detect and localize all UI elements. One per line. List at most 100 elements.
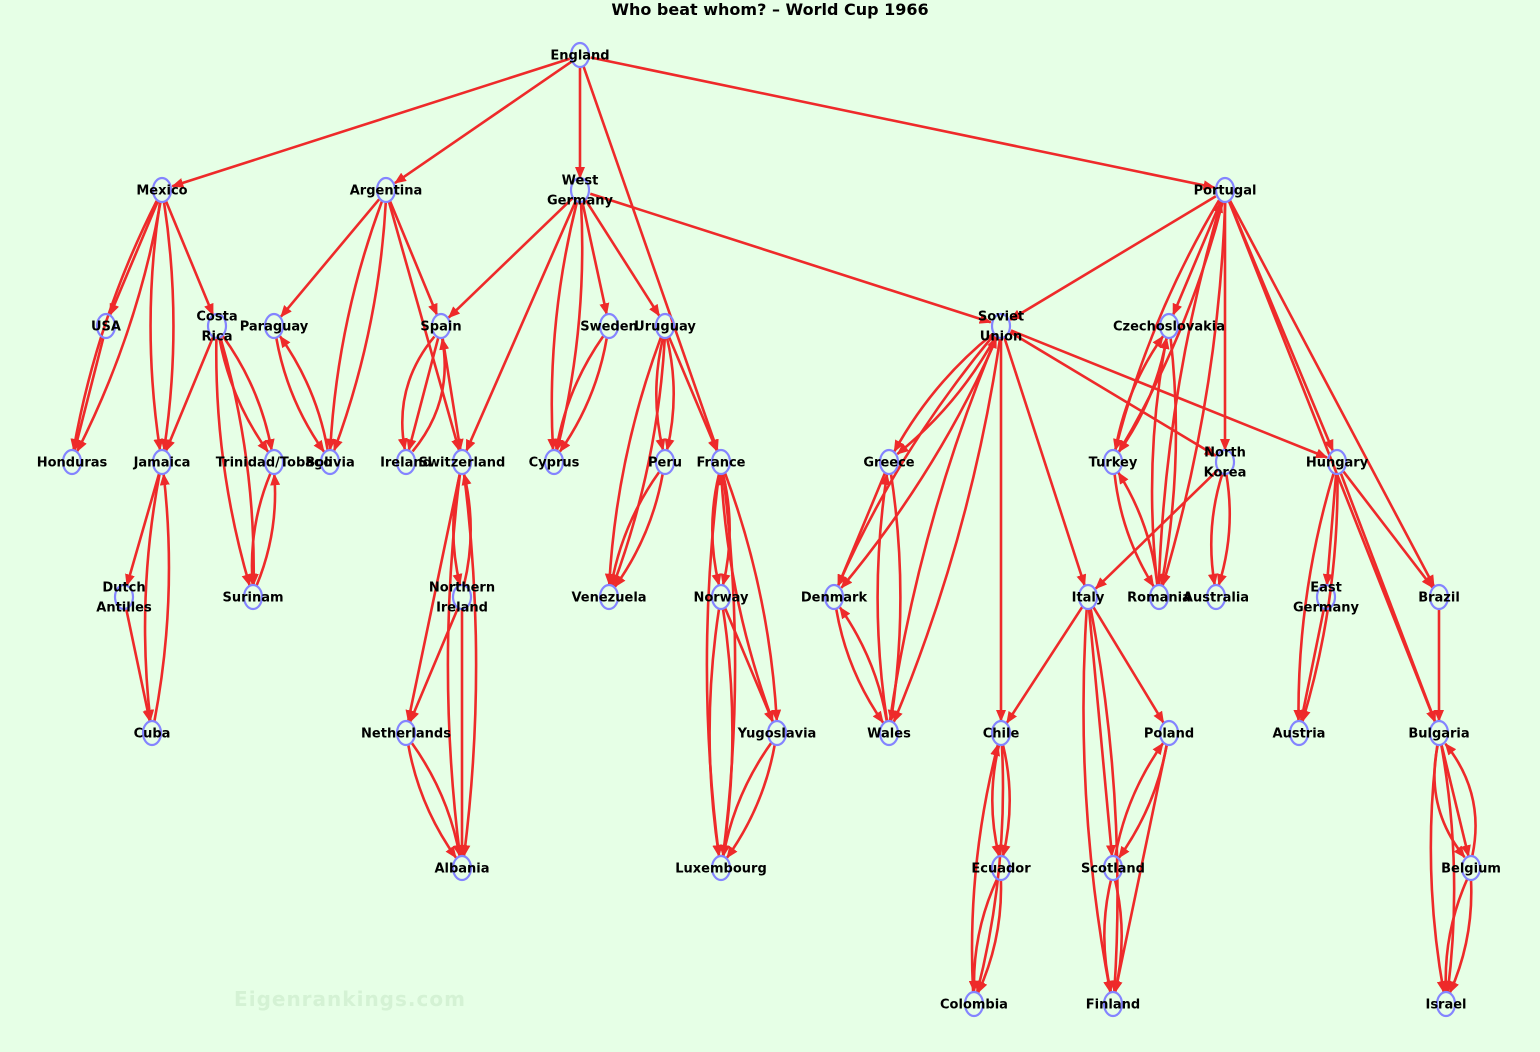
node-label-czechoslovakia: Czechoslovakia [1113,320,1225,335]
edge-west-germany-beat-sweden [581,201,610,316]
node-label-bulgaria: Bulgaria [1408,727,1469,742]
node-marker-yugoslavia [766,719,788,747]
node-marker-paraguay [263,312,285,340]
node-cyprus: Cyprus [529,448,580,476]
edge-england-beat-argentina [394,60,572,185]
node-honduras: Honduras [37,448,108,476]
edge-poland-beat-scotland [1117,744,1168,859]
edge-belgium-beat-bulgaria [1444,742,1477,856]
node-chile: Chile [983,719,1019,747]
edge-cuba-beat-jamaica [153,473,171,722]
edge-argentina-beat-bolivia [332,202,388,452]
node-label-line-soviet-union-0: Soviet [978,310,1024,325]
node-label-line-dutch-antilles-0: Dutch [102,581,145,596]
node-marker-portugal [1214,176,1236,204]
edge-wales-beat-greece [876,473,891,722]
node-marker-peru [654,448,676,476]
node-marker-cyprus [543,448,565,476]
edge-portugal-beat-turkey [1117,201,1224,453]
edge-greece-beat-denmark [836,472,887,587]
node-romania: Romania [1127,583,1191,611]
edge-romania-beat-portugal [1157,200,1223,585]
node-label-line-east-germany-1: Germany [1293,601,1359,616]
edge-mexico-beat-honduras [76,201,162,453]
node-label-line-west-germany-0: West [562,174,599,189]
edge-portugal-beat-brazil [1228,199,1436,588]
node-australia: Australia [1183,583,1249,611]
edge-bulgaria-beat-belgium [1440,744,1471,858]
node-label-wales: Wales [867,727,911,742]
edge-italy-beat-chile [1005,606,1084,724]
node-marker-bulgaria [1428,719,1450,747]
node-label-italy: Italy [1072,591,1105,606]
node-brazil: Brazil [1418,583,1460,611]
edge-belgium-beat-israel [1448,880,1473,994]
node-marker-scotland [1102,854,1124,882]
node-label-greece: Greece [863,456,914,471]
node-surinam: Surinam [222,583,284,611]
edge-costa-rica-beat-trinidad-tobago [221,335,275,452]
edge-scotland-beat-poland [1114,742,1165,857]
node-paraguay: Paraguay [240,312,309,340]
node-ecuador: Ecuador [971,854,1031,882]
node-marker-finland [1102,990,1124,1018]
edge-soviet-union-beat-italy [1003,336,1087,587]
edge-bolivia-beat-paraguay [278,335,329,451]
edge-greece-beat-wales [887,473,902,722]
node-czechoslovakia: Czechoslovakia [1113,312,1225,340]
node-ireland: Ireland [380,448,432,476]
edge-uruguay-beat-peru [655,337,666,451]
node-marker-czechoslovakia [1158,312,1180,340]
node-label-norway: Norway [693,591,749,606]
edge-portugal-beat-czechoslovakia [1171,200,1223,316]
edge-italy-beat-poland [1092,606,1165,724]
node-label-jamaica: Jamaica [133,456,191,471]
node-marker-belgium [1460,854,1482,882]
node-label-england: England [550,49,609,64]
edge-england-beat-france [582,65,719,452]
node-marker-soviet-union [990,312,1012,340]
edge-west-germany-beat-switzerland [465,200,577,452]
node-marker-austria [1288,719,1310,747]
edge-north-korea-beat-australia [1217,473,1232,587]
edge-soviet-union-beat-hungary [1010,329,1328,459]
node-marker-venezuela [598,583,620,611]
edge-romania-beat-turkey [1117,471,1159,586]
edge-paraguay-beat-bolivia [275,337,326,453]
node-marker-honduras [61,448,83,476]
edge-chile-beat-ecuador [1000,744,1011,857]
node-marker-usa [95,312,117,340]
node-marker-israel [1435,990,1457,1018]
edge-england-beat-mexico [171,57,571,188]
edge-hungary-beat-east-germany [1322,473,1338,586]
edge-hungary-beat-brazil [1342,470,1434,589]
node-label-finland: Finland [1086,998,1140,1013]
node-marker-northern-ireland [451,583,473,611]
edge-chile-beat-colombia [974,745,1005,994]
node-label-surinam: Surinam [222,591,283,606]
node-marker-chile [990,719,1012,747]
node-marker-trinidad-tobago [263,448,285,476]
node-trinidad-tobago: Trinidad/Tobago [216,448,332,476]
node-marker-dutch-antilles [113,583,135,611]
edge-portugal-beat-romania [1161,202,1227,587]
node-marker-australia [1205,583,1227,611]
node-label-peru: Peru [648,456,682,471]
node-marker-bolivia [319,448,341,476]
edge-belgium-beat-israel [1440,878,1469,993]
node-label-line-costa-rica-1: Rica [202,330,233,345]
edge-uruguay-beat-venezuela [611,338,667,587]
edge-spain-beat-ireland [397,335,436,451]
node-israel: Israel [1425,990,1467,1018]
node-uruguay: Uruguay [634,312,696,340]
edge-mexico-beat-honduras [70,200,158,451]
edge-soviet-union-beat-wales [892,337,1002,723]
node-label-yugoslavia: Yugoslavia [737,727,817,742]
edge-soviet-union-beat-greece [893,332,994,453]
edge-uruguay-beat-france [667,336,719,452]
node-marker-france [710,448,732,476]
